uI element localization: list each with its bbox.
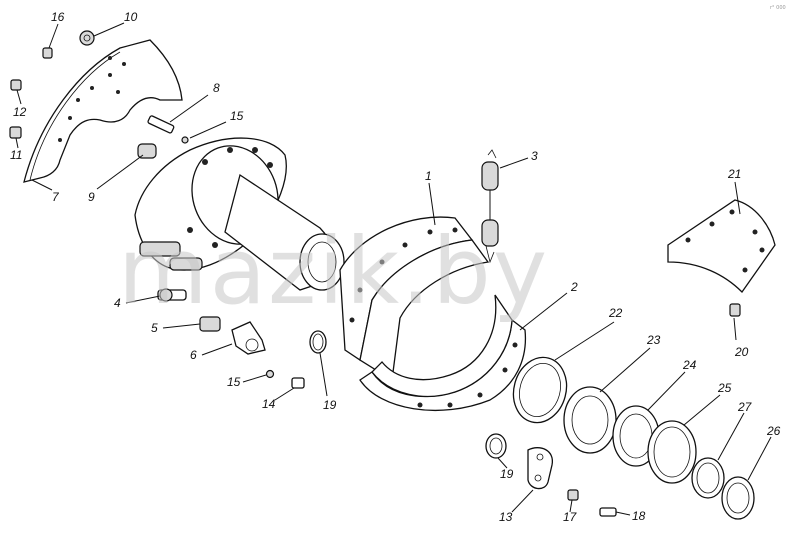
part-9-bushing (137, 143, 157, 159)
label-5: 5 (151, 321, 158, 335)
label-19-right: 19 (500, 467, 514, 481)
part-21-lining (667, 199, 776, 294)
part-26-ring (721, 476, 755, 520)
part-10-bolt (79, 30, 95, 46)
part-19-ring-left (309, 330, 327, 354)
label-17: 17 (563, 510, 578, 524)
part-25-ring (647, 420, 697, 484)
part-2-brake-shoe (359, 294, 527, 411)
part-23-washer (563, 386, 617, 454)
part-7-shield (23, 39, 183, 183)
leader-lines (15, 22, 772, 516)
watermark: mazik.by (118, 218, 549, 325)
part-22-ring (512, 356, 568, 424)
part-3-spring (481, 149, 499, 264)
part-16-nut (42, 47, 53, 59)
label-27: 27 (737, 400, 753, 414)
part-17-nut (567, 489, 579, 501)
label-8: 8 (213, 81, 220, 95)
part-12-nut (10, 79, 22, 91)
label-13: 13 (499, 510, 513, 524)
brake-support-housing (134, 137, 345, 291)
label-10: 10 (124, 10, 138, 24)
label-4: 4 (114, 296, 121, 310)
part-11-nut (9, 126, 22, 139)
part-14-pin (291, 377, 305, 389)
label-23: 23 (646, 333, 661, 347)
label-7: 7 (52, 190, 60, 204)
label-24: 24 (682, 358, 697, 372)
part-6-bracket (231, 321, 266, 355)
part-labels: 16 10 8 15 12 11 7 9 1 3 21 2 22 23 24 2… (10, 10, 781, 524)
part-8-pin (147, 115, 175, 134)
label-16: 16 (51, 10, 65, 24)
label-11: 11 (10, 148, 22, 162)
label-1: 1 (425, 169, 432, 183)
part-1-brake-shoe (339, 216, 490, 382)
label-12: 12 (13, 105, 27, 119)
part-18-bolt (599, 507, 617, 517)
part-15-ball-lower (265, 369, 275, 379)
part-13-plate (527, 447, 553, 490)
label-15-upper: 15 (230, 109, 244, 123)
label-18: 18 (632, 509, 646, 523)
label-20: 20 (734, 345, 749, 359)
part-15-ball-upper (181, 136, 189, 144)
label-3: 3 (531, 149, 538, 163)
label-6: 6 (190, 348, 197, 362)
label-19-left: 19 (323, 398, 337, 412)
label-14: 14 (262, 397, 276, 411)
label-26: 26 (766, 424, 781, 438)
label-22: 22 (608, 306, 623, 320)
label-15-lower: 15 (227, 375, 241, 389)
corner-mark: r° 000 (770, 5, 786, 11)
label-25: 25 (717, 381, 732, 395)
part-20-rivet (729, 303, 741, 317)
part-19-ring-right (485, 433, 507, 459)
part-4-camshaft (157, 288, 187, 302)
label-21: 21 (727, 167, 741, 181)
part-27-ring (691, 457, 725, 499)
label-2: 2 (570, 280, 578, 294)
label-9: 9 (88, 190, 95, 204)
